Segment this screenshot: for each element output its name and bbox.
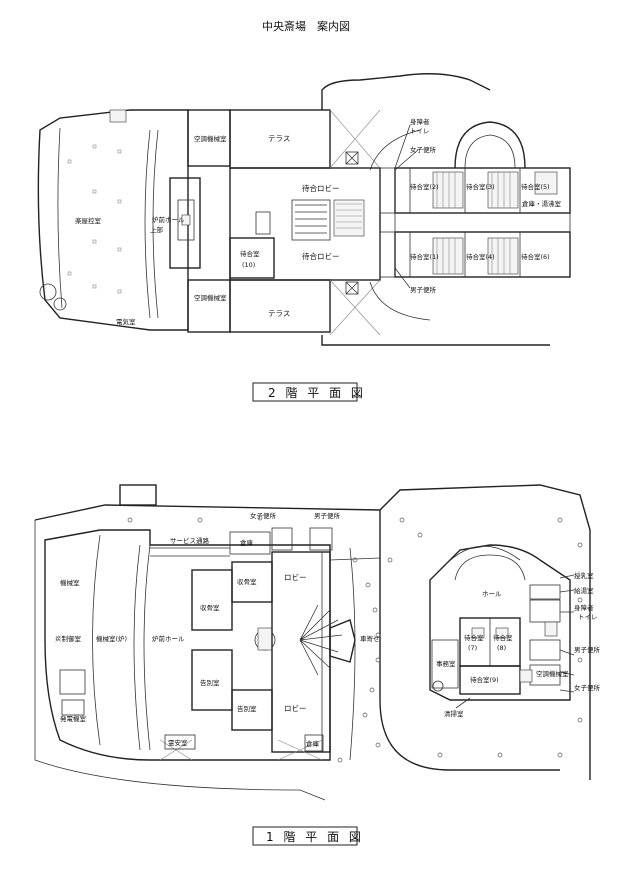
label-2f-women-wc: 女子便所 bbox=[410, 145, 437, 154]
label-1f-farewell-b: 告別室 bbox=[237, 704, 257, 713]
label-1f-accessible-a: 身障者 bbox=[574, 603, 594, 612]
label-1f-cleaning: 清掃室 bbox=[444, 709, 464, 718]
label-2f-ac-bottom: 空調機械室 bbox=[194, 293, 227, 302]
label-2f-lobby-top: 待合ロビー bbox=[302, 183, 340, 193]
label-1f-w9: 待合室(9) bbox=[470, 675, 499, 684]
label-1f-furnace-hall: 炉前ホール bbox=[152, 634, 185, 643]
label-1f-furnace-room: 機械室(炉) bbox=[96, 634, 127, 643]
label-1f-men-wc: 男子便所 bbox=[314, 511, 341, 520]
label-2f-terrace-bottom: テラス bbox=[268, 309, 290, 318]
label-1f-reception-a: 収骨室 bbox=[200, 603, 220, 612]
label-1f-disaster: 霊安室 bbox=[168, 738, 188, 747]
label-1f-machine: 機械室 bbox=[60, 578, 80, 587]
label-1f-farewell-a: 告別室 bbox=[200, 678, 220, 687]
label-1f-office: 事務室 bbox=[436, 659, 456, 668]
label-1f-women-wc: 女子便所 bbox=[250, 511, 277, 520]
label-1f-w7b: (7) bbox=[468, 644, 477, 652]
label-2f-w6: 待合室(6) bbox=[521, 252, 550, 261]
label-2f-lobby-bottom: 待合ロビー bbox=[302, 251, 340, 261]
label-1f-pantry: 給湯室 bbox=[574, 586, 594, 595]
label-1f-warehouse-top: 倉庫 bbox=[240, 538, 254, 547]
label-1f-carriage-porch: 車寄せ bbox=[360, 634, 380, 643]
label-1f-men-wc2: 男子便所 bbox=[574, 645, 601, 654]
floor1-plan: 機械室 炎制御室 発電機室 機械室(炉) 炉前ホール サービス通路 倉庫 収骨室… bbox=[34, 484, 601, 846]
label-1f-w7a: 待合室 bbox=[464, 633, 484, 642]
floor2-caption: 2 階 平 面 図 bbox=[268, 385, 366, 400]
label-1f-power: 発電機室 bbox=[60, 714, 87, 723]
label-2f-stage-tower: 楽屋控室 bbox=[75, 216, 102, 225]
label-1f-lobby-top: ロビー bbox=[284, 573, 307, 582]
label-1f-w8b: (8) bbox=[497, 644, 506, 652]
label-2f-storage: 倉庫・湯沸室 bbox=[522, 199, 562, 208]
label-2f-furnace-upper-a: 炉前ホール bbox=[152, 215, 185, 224]
label-1f-accessible-b: トイレ bbox=[578, 613, 598, 621]
label-1f-lobby-bottom: ロビー bbox=[284, 704, 307, 713]
label-2f-furnace-upper-b: 上部 bbox=[150, 225, 164, 234]
label-1f-nursing: 授乳室 bbox=[574, 571, 594, 580]
floor1-caption: 1 階 平 面 図 bbox=[266, 829, 364, 844]
label-2f-w1: 待合室(1) bbox=[410, 252, 439, 261]
label-2f-accessible-a: 身障者 bbox=[410, 117, 430, 126]
label-2f-w3: 待合室(3) bbox=[466, 182, 495, 191]
floor1-caption-box bbox=[252, 826, 358, 846]
label-1f-hall: ホール bbox=[482, 590, 502, 598]
label-2f-men-wc: 男子便所 bbox=[410, 285, 437, 294]
label-2f-terrace-top: テラス bbox=[268, 134, 290, 143]
label-2f-w10-a: 待合室 bbox=[240, 249, 260, 258]
label-1f-service: サービス通路 bbox=[170, 536, 210, 545]
label-2f-w10-b: (10) bbox=[242, 261, 255, 269]
label-2f-ac-top: 空調機械室 bbox=[194, 134, 227, 143]
label-1f-women-wc2: 女子便所 bbox=[574, 683, 601, 692]
label-1f-reception-top: 収骨室 bbox=[237, 577, 257, 586]
label-1f-w8a: 待合室 bbox=[493, 633, 513, 642]
floor2-caption-box bbox=[252, 382, 358, 402]
label-1f-control: 炎制御室 bbox=[55, 634, 82, 643]
label-1f-warehouse-bottom: 倉庫 bbox=[306, 739, 320, 748]
page-title: 中央斎場 案内図 bbox=[262, 19, 350, 33]
label-2f-w5: 待合室(5) bbox=[521, 182, 550, 191]
label-2f-accessible-b: トイレ bbox=[410, 127, 430, 135]
label-1f-ac: 空調機械室 bbox=[536, 669, 569, 678]
floor2-plan: 楽屋控室 電気室 炉前ホール 上部 空調機械室 空調機械室 テラス テラス 待合… bbox=[37, 73, 571, 402]
label-2f-electric: 電気室 bbox=[116, 317, 136, 326]
label-2f-w2: 待合室(2) bbox=[410, 182, 439, 191]
label-2f-w4: 待合室(4) bbox=[466, 252, 495, 261]
